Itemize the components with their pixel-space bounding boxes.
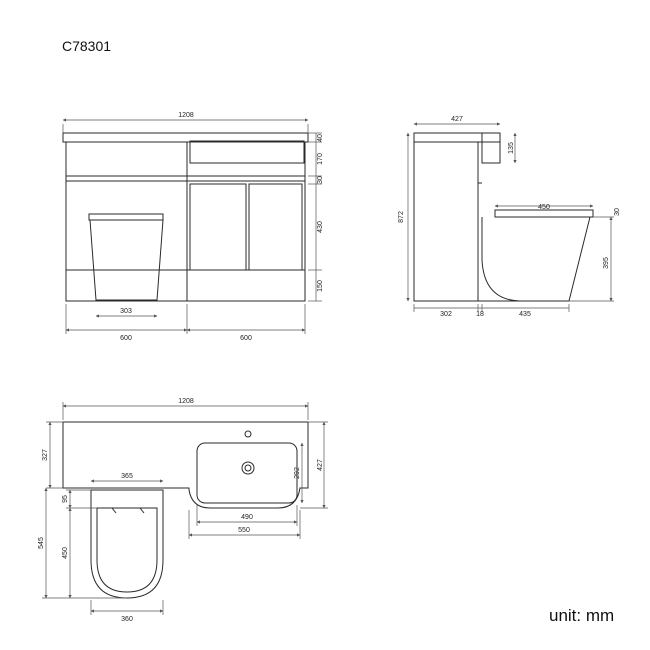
top-hinge-left [111, 507, 117, 514]
side-h135-label: 135 [508, 142, 515, 154]
side-view [413, 132, 594, 302]
front-left-width-label: 600 [120, 335, 132, 342]
side-base-18-label: 18 [476, 311, 484, 318]
front-door-left [189, 183, 247, 271]
top-depth-327-label: 327 [42, 449, 49, 461]
front-h170-label: 170 [317, 153, 324, 165]
top-basin-drain-inner [244, 464, 252, 472]
side-toilet-seat [494, 209, 594, 218]
side-cabinet [413, 141, 479, 302]
top-pan-450-label: 450 [62, 547, 69, 559]
top-labels: 1208 327 427 292 365 95 545 450 360 490 … [38, 398, 324, 623]
top-tap-hole [244, 430, 252, 438]
top-countertop [62, 421, 309, 509]
top-width-label: 1208 [178, 398, 194, 405]
front-door-right [248, 183, 303, 271]
top-depth-427-label: 427 [317, 459, 324, 471]
front-view [62, 132, 309, 302]
front-right-cabinet [186, 141, 306, 302]
side-base-302-label: 302 [440, 311, 452, 318]
side-depth-label: 427 [451, 116, 463, 123]
side-height-label: 872 [398, 211, 405, 223]
product-code: C78301 [62, 38, 112, 54]
top-basin-490-label: 490 [241, 514, 253, 521]
side-countertop [413, 132, 501, 143]
front-h30-label: 30 [317, 176, 324, 184]
front-right-width-label: 600 [240, 335, 252, 342]
top-offset-95-label: 95 [62, 495, 69, 503]
top-toilet-seat [96, 507, 158, 593]
front-width-label: 1208 [178, 112, 194, 119]
front-toilet-pan [89, 219, 164, 301]
top-basin-drain [241, 461, 255, 475]
front-pan-width-label: 303 [120, 308, 132, 315]
top-hinge-right [139, 507, 145, 514]
top-toilet-pan [90, 489, 164, 599]
top-view [62, 421, 309, 599]
side-toilet-pan [481, 216, 591, 302]
side-labels: 427 872 135 450 30 395 302 18 435 [398, 116, 621, 318]
side-dimensions [406, 122, 614, 312]
front-toilet-seat [88, 213, 164, 221]
top-dimensions [42, 402, 328, 615]
side-base-435-label: 435 [519, 311, 531, 318]
side-basin [481, 132, 501, 164]
front-h430-label: 430 [317, 221, 324, 233]
top-basin [196, 442, 298, 504]
unit-label: unit: mm [549, 606, 615, 625]
top-pan-360-label: 360 [121, 616, 133, 623]
front-basin [189, 140, 305, 164]
top-pan-365-label: 365 [121, 473, 133, 480]
top-depth-545-label: 545 [38, 537, 45, 549]
front-h150-label: 150 [317, 280, 324, 292]
top-basin-depth-label: 292 [294, 467, 301, 479]
front-h40-label: 40 [317, 134, 324, 142]
side-seat-label: 450 [538, 204, 550, 211]
front-left-cabinet [65, 141, 188, 302]
top-basin-550-label: 550 [238, 527, 250, 534]
front-labels: 1208 40 170 30 430 150 303 600 600 [120, 112, 324, 342]
side-h30-label: 30 [614, 208, 621, 216]
side-pan-height-label: 395 [603, 257, 610, 269]
front-dimensions [62, 118, 322, 334]
